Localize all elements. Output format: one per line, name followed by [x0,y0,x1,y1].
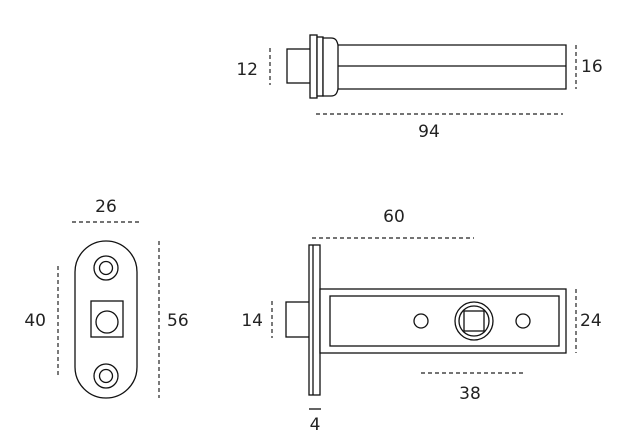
strike-screw-hole-bottom-outer [93,363,119,389]
top-bolt [286,48,312,84]
latch-fixing-hole-left [413,313,429,329]
latch-view: 60 14 24 38 4 [241,207,601,435]
strike-round-opening [95,310,119,334]
dim-top-left-height: 12 [236,60,258,80]
dim-strike-hole-spacing: 40 [24,311,46,331]
dim-bolt-height: 14 [241,311,263,331]
strike-screw-hole-top-inner [98,260,114,276]
strike-plate [74,240,138,399]
latch-body [319,288,567,354]
strike-square-opening [90,300,124,338]
top-view: 12 16 94 [236,34,603,142]
dim-strike-width: 26 [95,197,117,217]
strike-plate-view: 26 40 56 [24,197,189,399]
latch-body-inner [329,295,560,347]
top-body [322,37,567,97]
latch-faceplate [308,244,321,396]
latch-spindle-hub-outer [454,301,494,341]
dim-faceplate-thickness: 4 [310,415,321,435]
latch-spindle-hub-inner [458,305,490,337]
top-faceplate [309,34,318,99]
dim-centre-spacing: 38 [459,384,481,404]
latch-bolt [285,301,311,338]
latch-fixing-hole-right [515,313,531,329]
strike-screw-hole-top-outer [93,255,119,281]
dim-strike-height: 56 [167,311,189,331]
latch-spindle-square [463,310,485,332]
dim-latch-backset: 60 [383,207,405,227]
dim-top-total-length: 94 [418,122,440,142]
dim-body-height: 24 [580,311,602,331]
dim-top-right-height: 16 [581,57,603,77]
top-faceplate-inner [316,36,324,97]
strike-screw-hole-bottom-inner [98,368,114,384]
